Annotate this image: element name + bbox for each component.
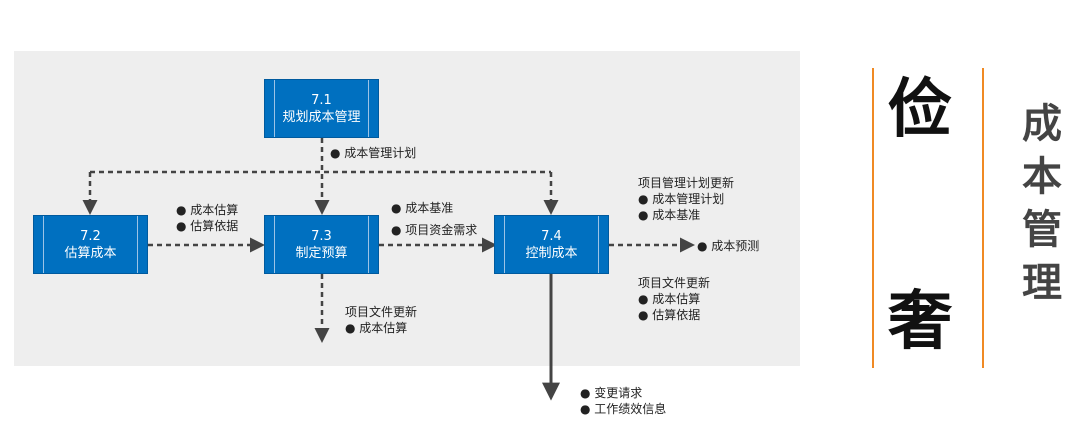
- budget-doc-update: 项目文件更新 ● 成本估算: [345, 305, 418, 335]
- process-number: 7.2: [80, 228, 101, 244]
- process-7-3: 7.3 制定预算: [264, 215, 379, 274]
- side-title: 成本管理: [1022, 101, 1062, 306]
- process-number: 7.1: [311, 92, 332, 108]
- process-number: 7.4: [541, 228, 562, 244]
- process-name: 估算成本: [64, 245, 117, 261]
- budget-output-label-2: ● 项目资金需求: [391, 223, 478, 237]
- process-number: 7.3: [311, 228, 332, 244]
- plan-output-label: ● 成本管理计划: [330, 146, 417, 160]
- process-7-4: 7.4 控制成本: [494, 215, 609, 274]
- diagram-panel: [14, 51, 800, 366]
- process-7-2: 7.2 估算成本: [33, 215, 148, 274]
- control-forecast-label: ● 成本预测: [697, 239, 760, 253]
- process-name: 制定预算: [295, 245, 348, 261]
- control-plan-update: 项目管理计划更新 ● 成本管理计划 ● 成本基准: [638, 176, 735, 222]
- process-name: 规划成本管理: [282, 109, 361, 125]
- control-output-label: ● 变更请求 ● 工作绩效信息: [580, 386, 667, 416]
- estimate-output-label: ● 成本估算 ● 估算依据: [176, 203, 239, 233]
- process-7-1: 7.1 规划成本管理: [264, 79, 379, 138]
- title-char-1: 俭: [888, 73, 952, 147]
- budget-output-label-1: ● 成本基准: [391, 201, 454, 215]
- accent-bar-right: [982, 68, 984, 368]
- process-name: 控制成本: [525, 245, 578, 261]
- control-doc-update: 项目文件更新 ● 成本估算 ● 估算依据: [638, 276, 711, 322]
- accent-bar-left: [872, 68, 874, 368]
- title-char-2: 奢: [888, 285, 952, 359]
